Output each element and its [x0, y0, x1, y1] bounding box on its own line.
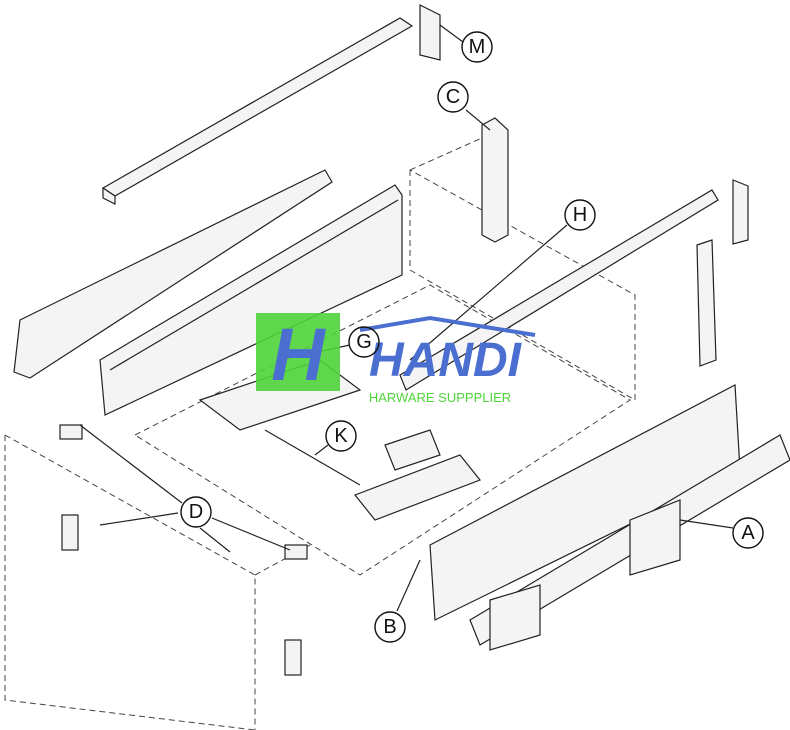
svg-text:D: D: [189, 501, 203, 523]
front-bracket: [696, 239, 717, 367]
svg-text:K: K: [334, 425, 348, 447]
label-a: A: [732, 517, 764, 549]
label-c: C: [437, 81, 469, 113]
front-fixings: [59, 424, 308, 676]
svg-text:G: G: [356, 331, 372, 353]
svg-text:H: H: [271, 313, 326, 396]
label-h: H: [564, 199, 596, 231]
right-drawer-side: [429, 384, 790, 651]
svg-text:B: B: [383, 616, 396, 638]
end-cap: [732, 179, 749, 245]
gallery-rail: [399, 189, 719, 391]
clip-plate: [384, 429, 441, 471]
back-bracket: [481, 117, 509, 243]
label-m: M: [461, 31, 493, 63]
label-k: K: [325, 420, 357, 452]
label-g: G: [348, 326, 380, 358]
rod: [264, 429, 361, 486]
svg-text:H: H: [573, 204, 587, 226]
svg-text:A: A: [741, 522, 755, 544]
drawer-front-outline: [4, 434, 311, 730]
label-b: B: [374, 611, 406, 643]
svg-text:M: M: [469, 36, 486, 58]
top-rail: [101, 4, 441, 205]
svg-text:HARWARE SUPPPLIER: HARWARE SUPPPLIER: [369, 390, 511, 405]
svg-text:C: C: [446, 86, 460, 108]
svg-text:HANDI: HANDI: [369, 334, 523, 387]
left-drawer-side: [13, 169, 403, 416]
handi-logo-watermark: H HANDI HARWARE SUPPPLIER: [256, 313, 536, 405]
label-d: D: [180, 496, 212, 528]
runner-plate: [354, 454, 481, 521]
